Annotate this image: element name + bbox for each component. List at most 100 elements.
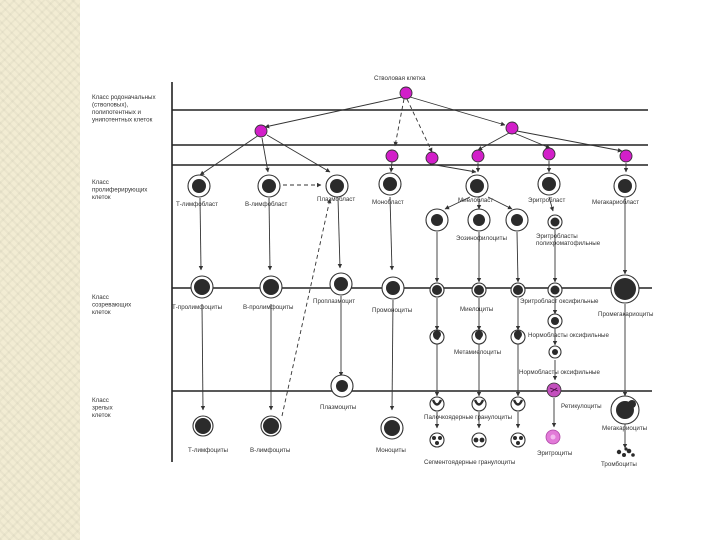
class-separator-lines bbox=[171, 82, 652, 462]
arrow bbox=[337, 197, 343, 269]
promyelocyte-basophil-cell bbox=[505, 208, 529, 232]
plasmocytes-label: Плазмоциты bbox=[320, 404, 357, 411]
arrow bbox=[444, 196, 471, 210]
b-lymphoblast-cell bbox=[257, 174, 281, 198]
b-lymphocytes-label: В-лимфоциты bbox=[250, 447, 291, 454]
dashed-arrow bbox=[393, 98, 405, 147]
granulocyte-progenitor-cell bbox=[425, 151, 439, 165]
megakaryoblast-cell bbox=[613, 174, 637, 198]
normoblasts-oxyphil-label-1: Нормобласты оксифильные bbox=[528, 332, 609, 339]
segmented-granulocytes-label: Сегментоядерные гранулоциты bbox=[424, 459, 516, 466]
arrow bbox=[264, 96, 403, 129]
segmented-neutrophil-cell bbox=[429, 432, 445, 448]
t-lymphocyte-cell bbox=[192, 415, 214, 437]
b-prolymphocyte-cell bbox=[259, 275, 283, 299]
oxyphil-erythroblast-cell bbox=[547, 282, 563, 298]
metamyelocyte-eosinophil-cell bbox=[471, 329, 487, 345]
band-basophil-cell bbox=[510, 396, 526, 412]
monocytes-label: Моноциты bbox=[376, 447, 406, 454]
row-label-line: Класс bbox=[92, 397, 109, 404]
row-label-line: клеток bbox=[92, 309, 111, 316]
myelocyte-eosinophil-cell bbox=[471, 282, 487, 298]
arrow bbox=[267, 197, 273, 271]
promyelocyte-eosinophil-cell bbox=[467, 208, 491, 232]
row-label-line: полипотентных и bbox=[92, 109, 142, 116]
myeloblast-cell bbox=[465, 174, 489, 198]
arrow bbox=[487, 196, 513, 210]
band-eosinophil-cell bbox=[471, 396, 487, 412]
row-label-mature: Класс зрелых клеток bbox=[92, 397, 114, 419]
t-lymphoblast-label: Т-лимфобласт bbox=[176, 201, 218, 208]
megakaryocytes-label: Мегакариоциты bbox=[602, 425, 648, 432]
row-label-line: Класс родоначальных bbox=[92, 94, 156, 101]
row-label-line: унипотентных клеток bbox=[92, 117, 153, 124]
mature-cells bbox=[192, 374, 640, 457]
cell-labels: Стволовая клетка Т-лимфобласт В-лимфобла… bbox=[172, 75, 654, 468]
myelocyte-neutrophil-cell bbox=[429, 282, 445, 298]
plasmablast-label: Плазмобласт bbox=[317, 196, 355, 203]
stem-cells bbox=[254, 86, 633, 165]
reticulocyte-cell bbox=[546, 382, 562, 398]
arrow bbox=[409, 96, 506, 126]
row-label-stem: Класс родоначальных (стволовых), полипот… bbox=[92, 94, 157, 124]
b-lymphocyte-cell bbox=[260, 415, 282, 437]
thrombocytes-label: Тромбоциты bbox=[601, 461, 637, 468]
oxyphil-erythroblast-label: Эритробласт оксифильные bbox=[520, 298, 599, 305]
eosinophil-progenitor-cell bbox=[471, 149, 485, 163]
monoblast-cell bbox=[378, 172, 402, 196]
arrow bbox=[513, 132, 551, 149]
band-granulocytes-label: Палочкоядерные гранулоциты bbox=[424, 414, 513, 421]
promyelocyte-neutrophil-cell bbox=[425, 208, 449, 232]
row-label-line: Класс bbox=[92, 294, 109, 301]
metamyelocyte-neutrophil-cell bbox=[429, 329, 445, 345]
promonocytes-label: Промоноциты bbox=[372, 307, 413, 314]
row-label-line: Класс bbox=[92, 179, 109, 186]
arrow bbox=[266, 134, 331, 173]
row-label-line: (стволовых), bbox=[92, 102, 129, 109]
t-lymphoblast-cell bbox=[187, 174, 211, 198]
promegakaryocytes-label: Промегакариоциты bbox=[598, 311, 654, 318]
arrow bbox=[200, 303, 206, 411]
segmented-eosinophil-cell bbox=[471, 432, 487, 448]
lymphoid-progenitor-cell bbox=[254, 124, 268, 138]
label-line: Эритробласты bbox=[536, 233, 578, 240]
megakaryocyte-cell bbox=[610, 395, 640, 425]
arrow bbox=[389, 161, 394, 173]
erythroid-progenitor-cell bbox=[542, 147, 556, 161]
b-prolymphocytes-label: В-пролимфоциты bbox=[243, 304, 294, 311]
t-prolymphocyte-cell bbox=[190, 275, 214, 299]
row-label-line: зрелых bbox=[92, 405, 114, 412]
arrow bbox=[198, 197, 204, 271]
arrow bbox=[389, 196, 395, 271]
myelocyte-basophil-cell bbox=[510, 282, 526, 298]
row-label-line: пролиферирующих bbox=[92, 187, 148, 194]
row-label-line: клеток bbox=[92, 412, 111, 419]
erythroblast-cell bbox=[537, 172, 561, 196]
monocyte-progenitor-cell bbox=[385, 149, 399, 163]
arrow bbox=[389, 299, 395, 411]
t-prolymphocytes-label: Т-пролимфоциты bbox=[172, 304, 223, 311]
metamyelocyte-basophil-cell bbox=[510, 329, 526, 345]
thrombocytes-cluster bbox=[616, 447, 635, 457]
myeloid-progenitor-cell bbox=[505, 121, 519, 135]
maturing-cells bbox=[190, 272, 640, 359]
dashed-arrow bbox=[406, 98, 433, 153]
t-lymphocytes-label: Т-лимфоциты bbox=[188, 447, 229, 454]
polychromatophil-erythroblast-cell bbox=[547, 214, 563, 230]
connector-arrows bbox=[198, 96, 629, 449]
stem-cell bbox=[399, 86, 413, 100]
arrow bbox=[477, 132, 510, 151]
normoblast-oxyphil-cell bbox=[547, 313, 563, 329]
row-label-maturing: Класс созревающих клеток bbox=[92, 294, 133, 316]
dashed-arrow bbox=[281, 198, 332, 417]
monoblast-label: Монобласт bbox=[372, 199, 404, 206]
erythrocytes-label: Эритроциты bbox=[537, 450, 573, 457]
plasmablast-cell bbox=[325, 174, 349, 198]
metamyelocytes-label: Метамиелоциты bbox=[454, 349, 502, 356]
row-label-line: клеток bbox=[92, 194, 111, 201]
promonocyte-cell bbox=[381, 276, 405, 300]
normoblasts-oxyphil-label-2: Нормобласты оксифильные bbox=[519, 369, 600, 376]
band-neutrophil-cell bbox=[429, 396, 445, 412]
myelocytes-label: Миелоциты bbox=[460, 306, 494, 313]
